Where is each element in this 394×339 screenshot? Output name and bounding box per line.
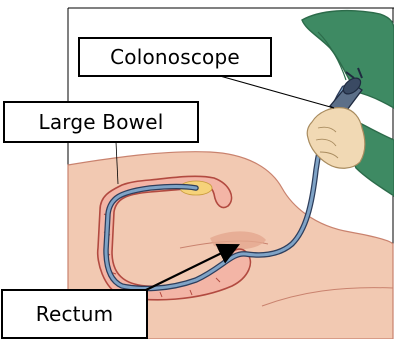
colonoscope-label: Colonoscope bbox=[78, 37, 272, 77]
large-bowel-label: Large Bowel bbox=[3, 101, 199, 143]
colonoscope-leader-line bbox=[220, 76, 334, 108]
rectum-label: Rectum bbox=[1, 289, 148, 339]
